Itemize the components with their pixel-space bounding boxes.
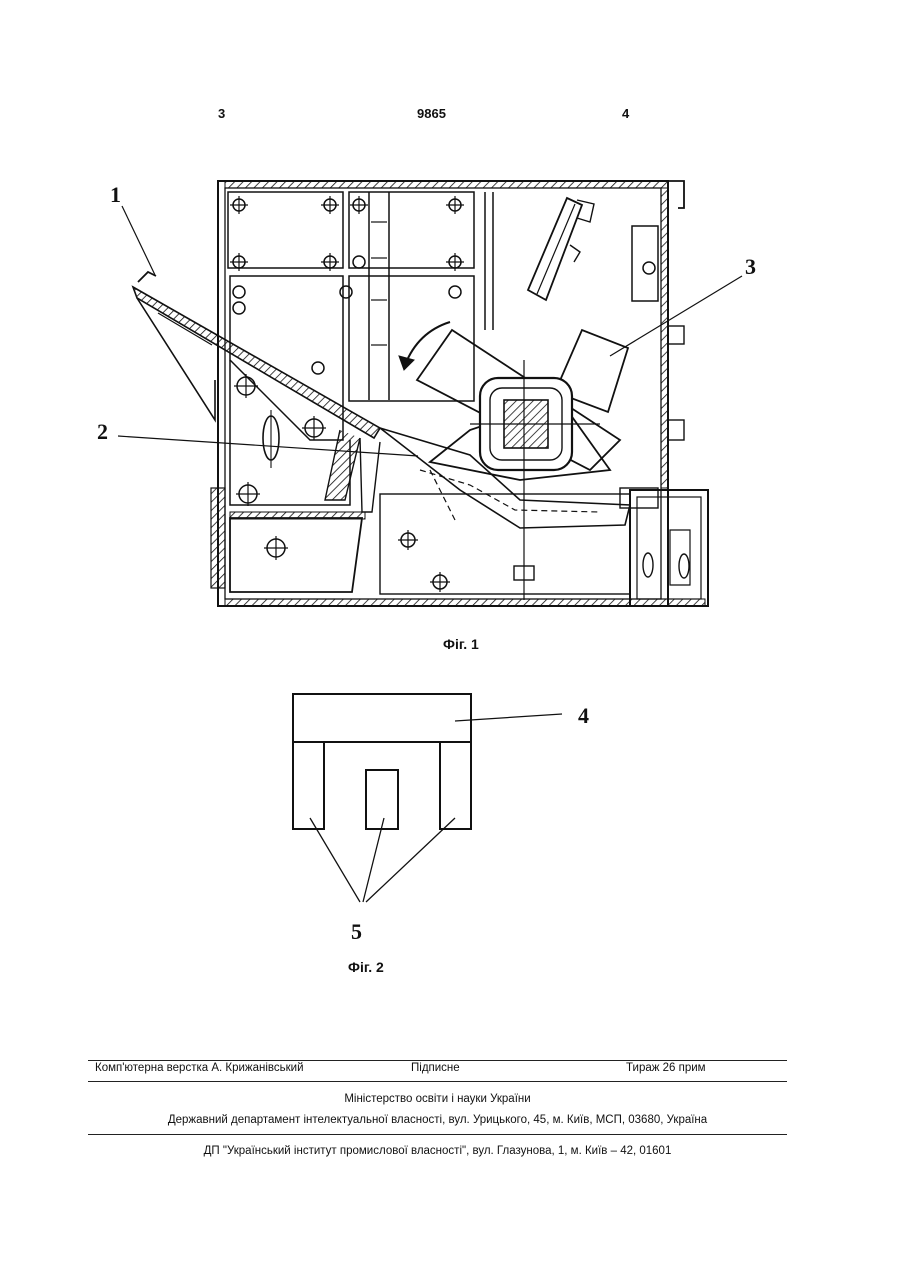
leader-5c xyxy=(366,818,455,902)
figure-1-label-3: 3 xyxy=(745,254,756,280)
imprint-rule-top xyxy=(88,1060,787,1061)
imprint-layout-by: Комп'ютерна верстка А. Крижанівський xyxy=(95,1062,304,1074)
imprint-rule-middle xyxy=(88,1081,787,1082)
blade-tooth-middle xyxy=(366,770,398,829)
figure-1-drawing xyxy=(118,181,742,606)
leader-1 xyxy=(122,206,155,275)
imprint-circulation: Тираж 26 прим xyxy=(626,1062,706,1074)
housing-right-wall xyxy=(661,188,668,488)
figure-2-caption: Фіг. 2 xyxy=(348,959,384,975)
figure-2-label-4: 4 xyxy=(578,703,589,729)
figure-1-label-1: 1 xyxy=(110,182,121,208)
blade-tooth-right xyxy=(440,742,471,829)
collection-bin xyxy=(230,518,362,592)
figure-1-label-2: 2 xyxy=(97,419,108,445)
left-lower-flange xyxy=(211,488,225,588)
blade-body xyxy=(293,694,471,742)
figure-1-caption: Фіг. 1 xyxy=(443,636,479,652)
imprint-ministry: Міністерство освіти і науки України xyxy=(88,1093,787,1105)
leader-5b xyxy=(363,818,384,902)
imprint-publisher: ДП "Український інститут промислової вла… xyxy=(88,1145,787,1157)
blade-tooth-left xyxy=(293,742,324,829)
figure-2-drawing xyxy=(293,694,562,902)
housing-bottom-wall xyxy=(225,599,705,606)
imprint-rule-bottom xyxy=(88,1134,787,1135)
figure-2-label-5: 5 xyxy=(351,919,362,945)
imprint-department: Державний департамент інтелектуальної вл… xyxy=(88,1114,787,1126)
leader-2 xyxy=(118,436,418,456)
imprint-signed: Підписне xyxy=(411,1062,460,1074)
upper-swing-plate xyxy=(528,198,582,300)
leader-5a xyxy=(310,818,360,902)
housing-top-wall xyxy=(225,181,668,188)
